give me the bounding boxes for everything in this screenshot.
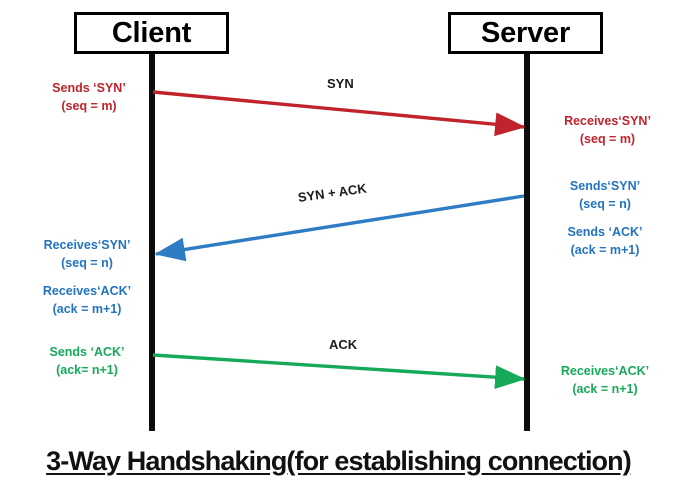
- server-syn-note-line-1: Receives‘SYN’: [564, 114, 651, 128]
- client-lifeline: [149, 54, 155, 431]
- client-box: Client: [74, 12, 229, 54]
- ack-arrow: [152, 353, 526, 390]
- server-syn-ack-note-line-2: (seq = n): [579, 197, 631, 212]
- client-ack-note: Sends ‘ACK’ (ack= n+1): [26, 343, 148, 379]
- client-syn-ack-note-line-4: (ack = m+1): [52, 302, 122, 317]
- server-syn-ack-note-line-4: (ack = m+1): [570, 243, 640, 258]
- client-syn-ack-note-line-1: Receives‘SYN’: [43, 238, 131, 252]
- server-ack-note: Receives‘ACK’ (ack = n+1): [541, 362, 669, 398]
- syn-arrow: [152, 90, 526, 137]
- client-label: Client: [111, 16, 192, 49]
- server-syn-ack-note: Sends‘SYN’ (seq = n) Sends ‘ACK’ (ack = …: [540, 177, 670, 260]
- server-box: Server: [448, 12, 603, 54]
- server-label: Server: [480, 16, 571, 49]
- server-syn-note-line-2: (seq = m): [579, 132, 636, 147]
- client-syn-note-line-1: Sends ‘SYN’: [52, 81, 126, 95]
- syn-ack-arrow: [154, 194, 525, 262]
- server-syn-ack-note-line-1: Sends‘SYN’: [569, 179, 641, 193]
- client-syn-note-line-2: (seq = m): [61, 99, 117, 114]
- client-syn-ack-note: Receives‘SYN’ (seq = n) Receives‘ACK’ (a…: [24, 236, 150, 319]
- client-syn-note: Sends ‘SYN’ (seq = m): [30, 79, 148, 115]
- ack-arrow-label: ACK: [329, 337, 358, 352]
- server-syn-ack-note-line-3: Sends ‘ACK’: [567, 225, 643, 240]
- client-syn-ack-note-line-3: Receives‘ACK’: [42, 284, 132, 299]
- client-ack-note-line-2: (ack= n+1): [56, 363, 118, 378]
- client-syn-ack-note-line-2: (seq = n): [61, 256, 113, 271]
- server-ack-note-line-1: Receives‘ACK’: [560, 364, 650, 378]
- syn-arrow-label: SYN: [327, 76, 354, 91]
- client-ack-note-line-1: Sends ‘ACK’: [49, 345, 125, 359]
- server-lifeline: [524, 54, 530, 431]
- server-ack-note-line-2: (ack = n+1): [572, 382, 638, 397]
- server-syn-note: Receives‘SYN’ (seq = m): [545, 112, 670, 148]
- diagram-caption: 3-Way Handshaking(for establishing conne…: [46, 446, 632, 476]
